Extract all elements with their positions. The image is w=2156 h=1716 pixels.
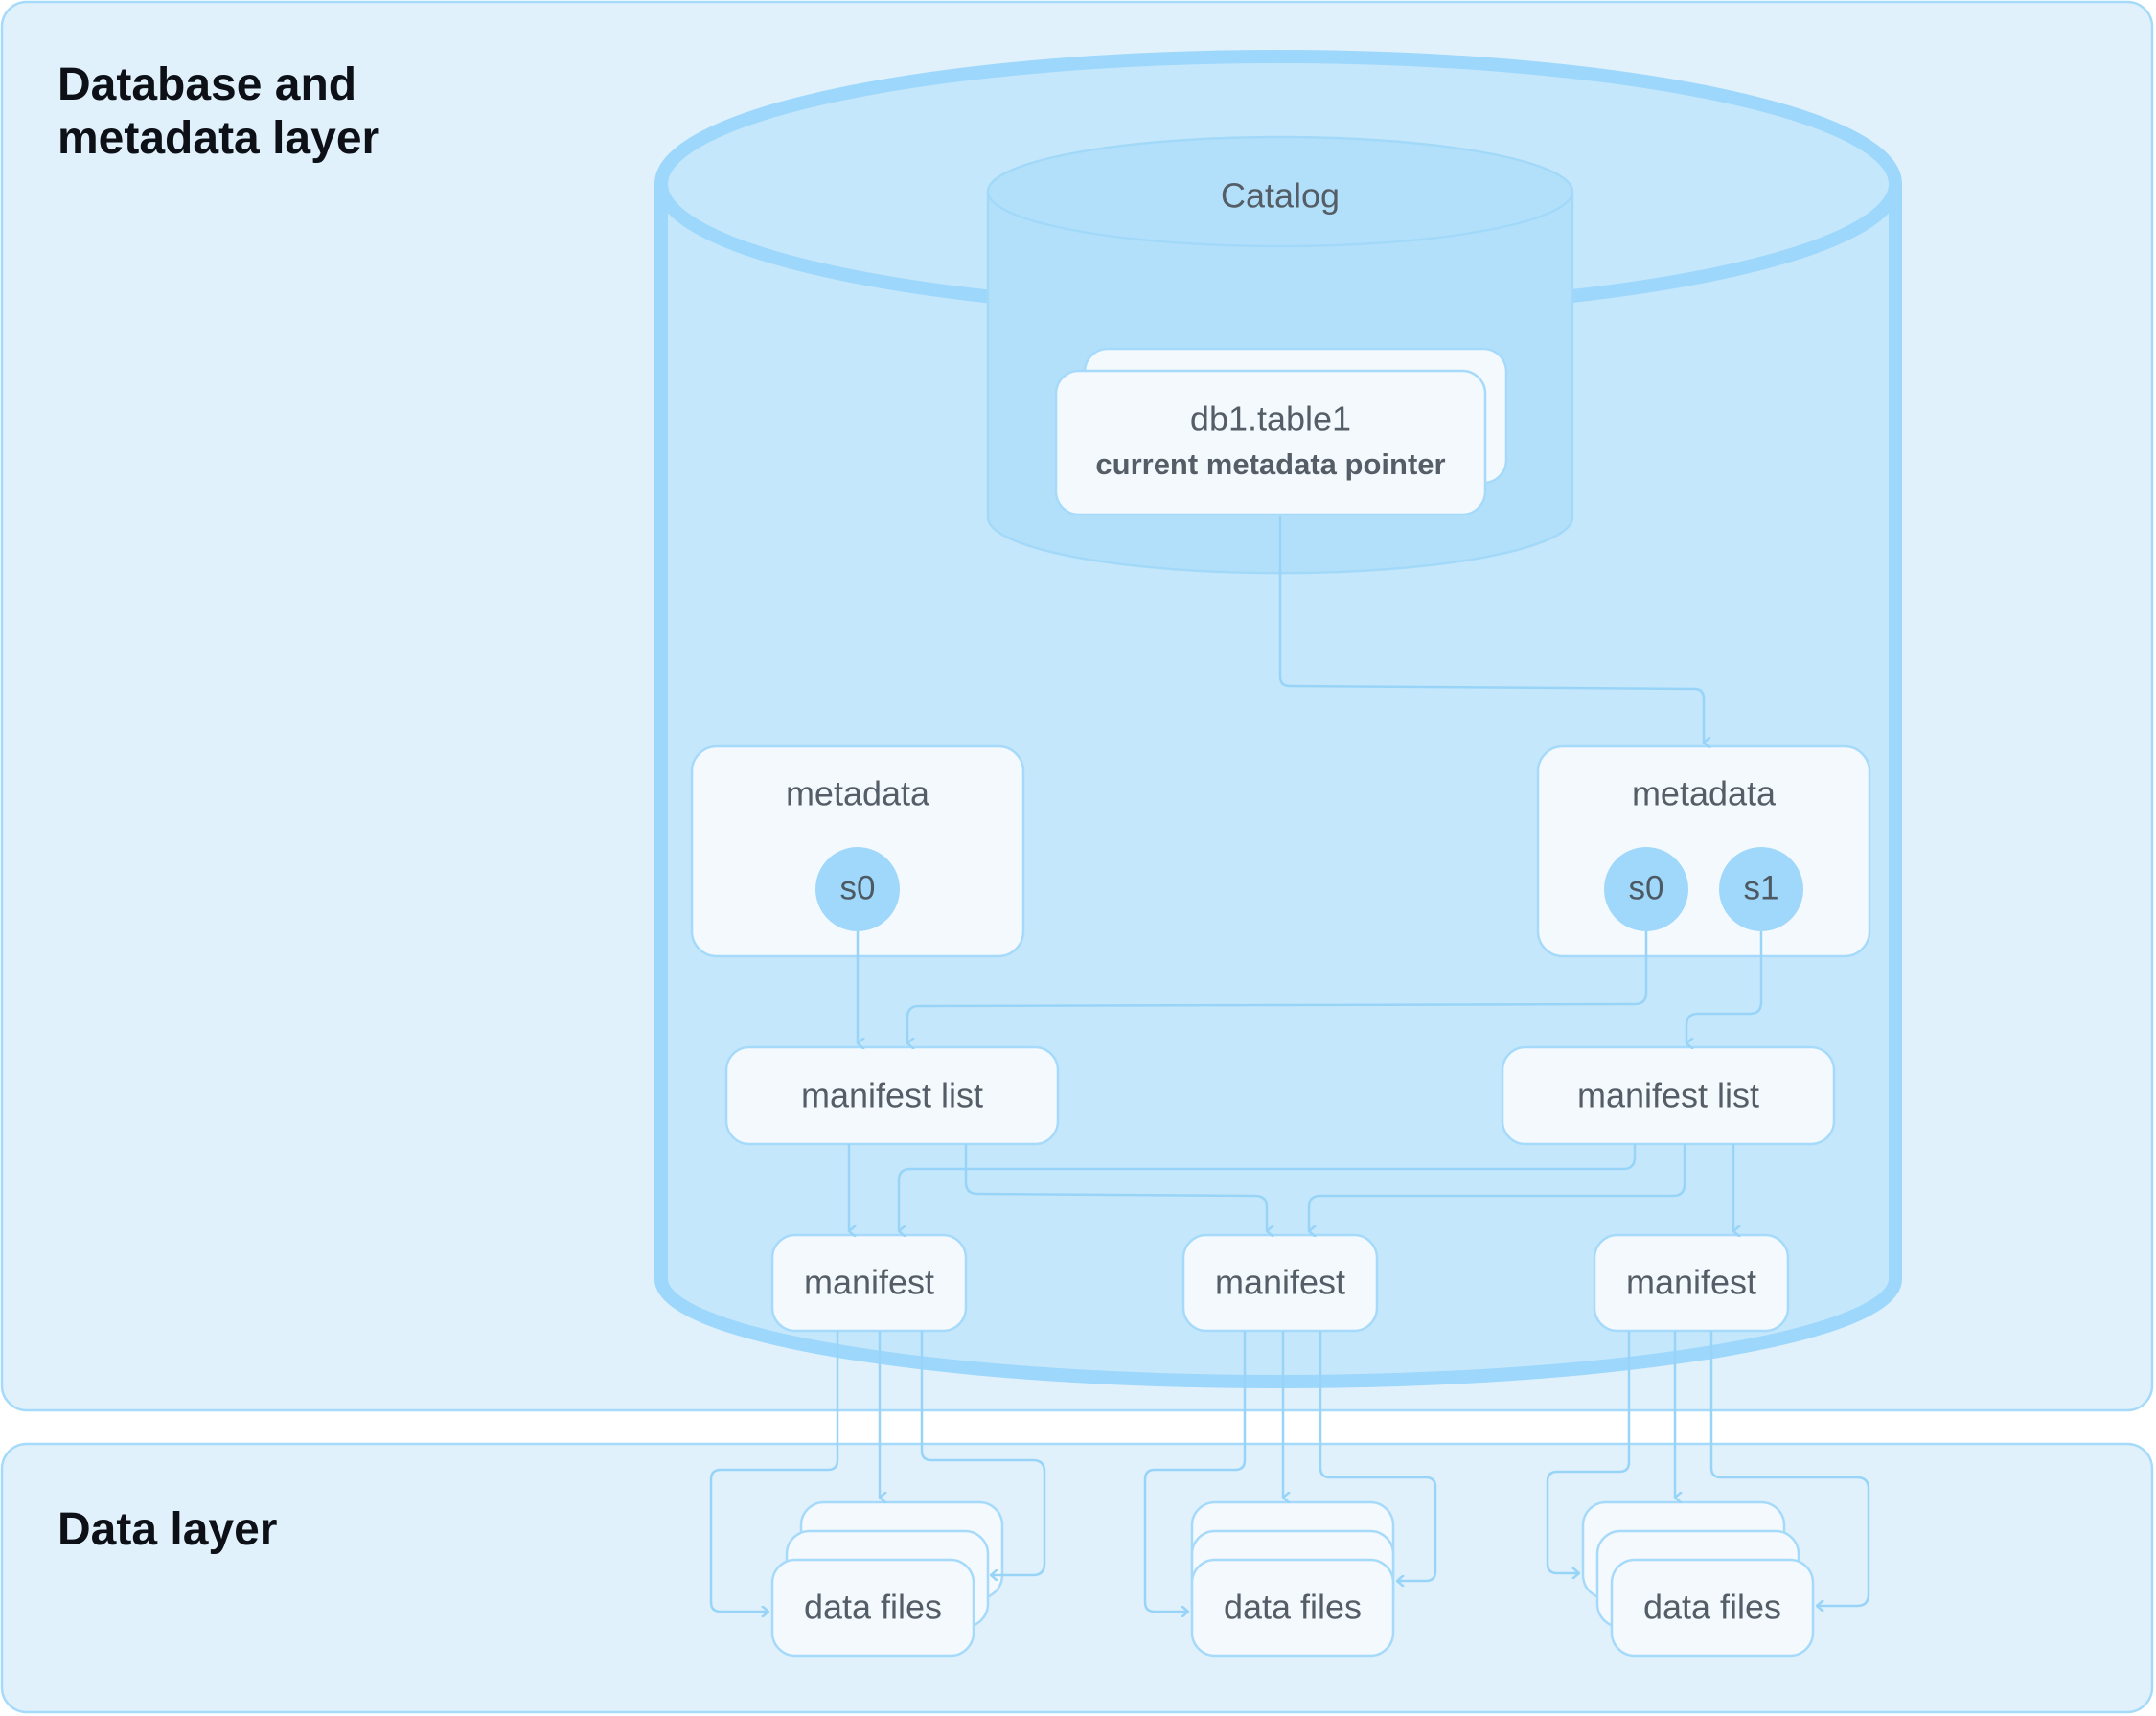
data-file-connector <box>920 1331 1046 1575</box>
manifest-list-connector <box>1307 1144 1686 1231</box>
data-layer-panel <box>0 1442 2154 1714</box>
data-file-connector <box>1709 1331 1870 1606</box>
metadata-pointer-label: current metadata pointer <box>1095 447 1445 481</box>
snapshot-s0[interactable] <box>815 847 900 931</box>
data-files-stack-3[interactable]: data files <box>1581 1500 1815 1658</box>
manifest-1[interactable]: manifest <box>770 1233 968 1333</box>
data-files-stack-1[interactable]: data files <box>770 1500 1004 1658</box>
manifest-2[interactable]: manifest <box>1181 1233 1379 1333</box>
metadata-label: metadata <box>1632 774 1777 813</box>
data-files-stack-2[interactable]: data files <box>1190 1500 1395 1658</box>
data-file-connector <box>1143 1331 1247 1612</box>
manifest-list-connector <box>964 1144 1267 1231</box>
connectors <box>709 516 1870 1612</box>
database-layer-title-line2: metadata layer <box>57 113 379 164</box>
table-name: db1.table1 <box>1190 400 1351 439</box>
data-files-label: data files <box>804 1588 942 1627</box>
catalog-label: Catalog <box>1221 176 1340 216</box>
data-file-connector <box>709 1331 839 1612</box>
manifest-list-left[interactable]: manifest list <box>724 1045 1060 1146</box>
data-files-label: data files <box>1643 1588 1781 1627</box>
manifest-list-label: manifest list <box>801 1076 983 1115</box>
manifest-list-label: manifest list <box>1577 1076 1759 1115</box>
manifest-label: manifest <box>804 1263 934 1302</box>
snapshot-s1-label: s1 <box>1744 869 1779 906</box>
snapshot-connector <box>906 931 1648 1043</box>
snapshot-s1[interactable] <box>1719 847 1803 931</box>
metadata-box-current[interactable]: metadata s0 s1 <box>1536 744 1871 958</box>
snapshot-connector <box>1685 931 1763 1043</box>
snapshot-s0[interactable] <box>1604 847 1688 931</box>
metadata-box-old[interactable]: metadata s0 <box>690 744 1025 958</box>
manifest-list-connector <box>897 1144 1637 1231</box>
table-card[interactable]: db1.table1 current metadata pointer <box>1054 369 1487 516</box>
manifest-label: manifest <box>1215 1263 1345 1302</box>
snapshot-s0-label: s0 <box>840 869 876 906</box>
data-file-connector <box>1319 1331 1437 1581</box>
database-layer-title: Database and <box>57 59 356 110</box>
manifest-label: manifest <box>1626 1263 1756 1302</box>
manifest-3[interactable]: manifest <box>1593 1233 1790 1333</box>
data-files-label: data files <box>1224 1588 1362 1627</box>
pointer-connector <box>1278 516 1704 743</box>
data-file-connector <box>1546 1331 1631 1573</box>
manifest-list-right[interactable]: manifest list <box>1501 1045 1836 1146</box>
data-layer-title: Data layer <box>57 1504 277 1555</box>
metadata-label: metadata <box>786 774 930 813</box>
snapshot-s0-label: s0 <box>1629 869 1664 906</box>
